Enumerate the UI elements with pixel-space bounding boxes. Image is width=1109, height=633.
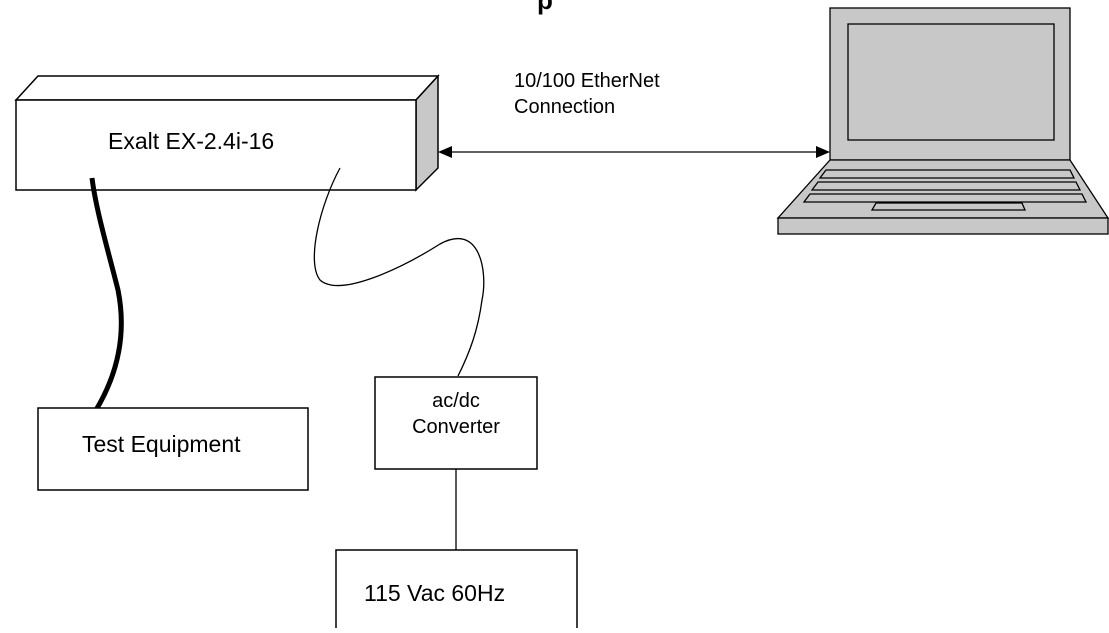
laptop-screen — [847, 23, 1055, 141]
keyboard-row — [810, 181, 1082, 191]
test-equipment-box — [37, 407, 309, 491]
title-fragment: p — [537, 0, 553, 15]
laptop-base — [777, 217, 1109, 235]
power-source-box — [335, 549, 578, 628]
laptop-icon — [776, 7, 1109, 235]
converter-label-line2: Converter — [412, 416, 500, 438]
ethernet-link-arrow — [438, 146, 830, 158]
converter-label-line1: ac/dc — [432, 390, 480, 412]
power-cable — [313, 167, 485, 377]
device-box — [14, 74, 440, 192]
ethernet-label-line1: 10/100 EtherNet — [514, 70, 660, 92]
device-label: Exalt EX-2.4i-16 — [108, 128, 275, 154]
power-label: 115 Vac 60Hz — [364, 580, 506, 606]
touchpad — [870, 202, 1026, 211]
device-front-face — [15, 99, 417, 191]
keyboard-row — [818, 169, 1076, 179]
device-top-face — [14, 75, 440, 101]
test-equipment-cable — [89, 177, 124, 412]
test-equipment-label: Test Equipment — [82, 431, 241, 457]
keyboard-row — [802, 193, 1088, 203]
ethernet-label-line2: Connection — [514, 96, 616, 118]
